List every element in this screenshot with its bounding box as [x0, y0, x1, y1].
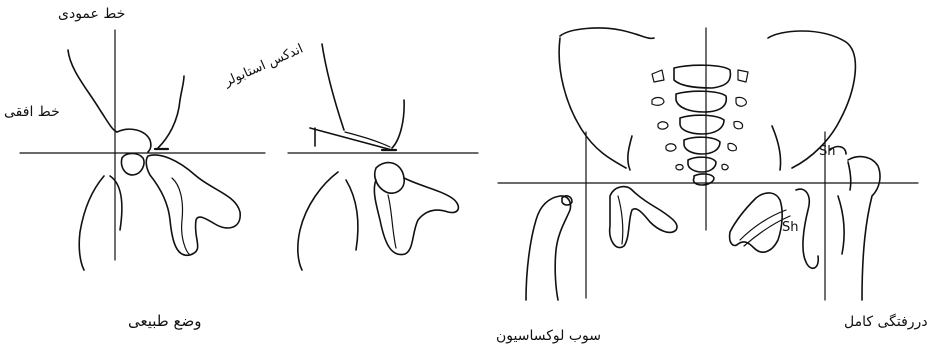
vertebra-1: [674, 65, 730, 88]
femoral-shaft-line-2: [388, 195, 396, 248]
panel-pelvis: [498, 28, 918, 300]
right-obturator-pubis: [730, 193, 783, 252]
panel-normal-hip: [20, 30, 265, 270]
vertebra-2: [676, 91, 726, 112]
left-sacroiliac: [628, 136, 632, 170]
right-pubic-ramus: [796, 189, 818, 268]
foramen-r5: [722, 164, 728, 169]
shenton-label-right: Sh: [819, 144, 836, 159]
foramen-l3: [658, 122, 668, 129]
obturator-inner-2: [346, 180, 358, 250]
complete-dislocation-label: دررفتگی کامل: [844, 314, 928, 330]
obturator-left: [79, 176, 104, 270]
foramen-l5: [676, 165, 683, 170]
foramen-r1: [738, 70, 748, 82]
ilium-edge: [322, 44, 344, 130]
right-sacroiliac: [772, 126, 781, 170]
foramen-r4: [728, 143, 736, 150]
shenton-label-left: Sh: [782, 220, 799, 235]
foramen-l4: [666, 144, 676, 151]
normal-position-label: وضع طبیعی: [128, 312, 201, 330]
femoral-head-2: [375, 163, 404, 194]
ischium-outline: [158, 76, 184, 148]
left-femur: [526, 196, 571, 300]
left-obturator-pubis: [610, 187, 677, 248]
vertical-line-label: خط عمودی: [58, 6, 125, 22]
foramen-l2: [652, 98, 664, 106]
foramen-l1: [652, 70, 664, 82]
femoral-metaphysis-2: [374, 178, 458, 255]
left-pubis-line: [618, 196, 623, 244]
panel-acetabular-index: [288, 44, 478, 270]
obturator-2: [298, 172, 338, 270]
foramen-r2: [736, 97, 746, 106]
right-femur-dislocated: [848, 157, 880, 300]
ilium-outline: [68, 50, 117, 132]
vertebra-4: [684, 137, 720, 154]
left-iliac-wing: [559, 38, 626, 168]
left-iliac-crest: [560, 28, 654, 38]
acetabulum-roof: [117, 129, 151, 152]
ischium-edge: [392, 100, 404, 148]
femoral-metaphysis: [146, 155, 240, 255]
obturator-inner: [110, 176, 122, 230]
acetabular-roof-line: [310, 128, 392, 150]
femoral-head: [121, 154, 143, 176]
foramen-r3: [734, 121, 743, 128]
vertebra-5: [688, 157, 716, 172]
subluxation-label: سوب لوکساسیون: [496, 328, 601, 344]
vertebra-3: [680, 115, 724, 134]
right-femoral-head: [848, 162, 851, 190]
right-shenton-curve: [838, 196, 844, 254]
horizontal-line-label: خط افقی: [4, 104, 60, 120]
